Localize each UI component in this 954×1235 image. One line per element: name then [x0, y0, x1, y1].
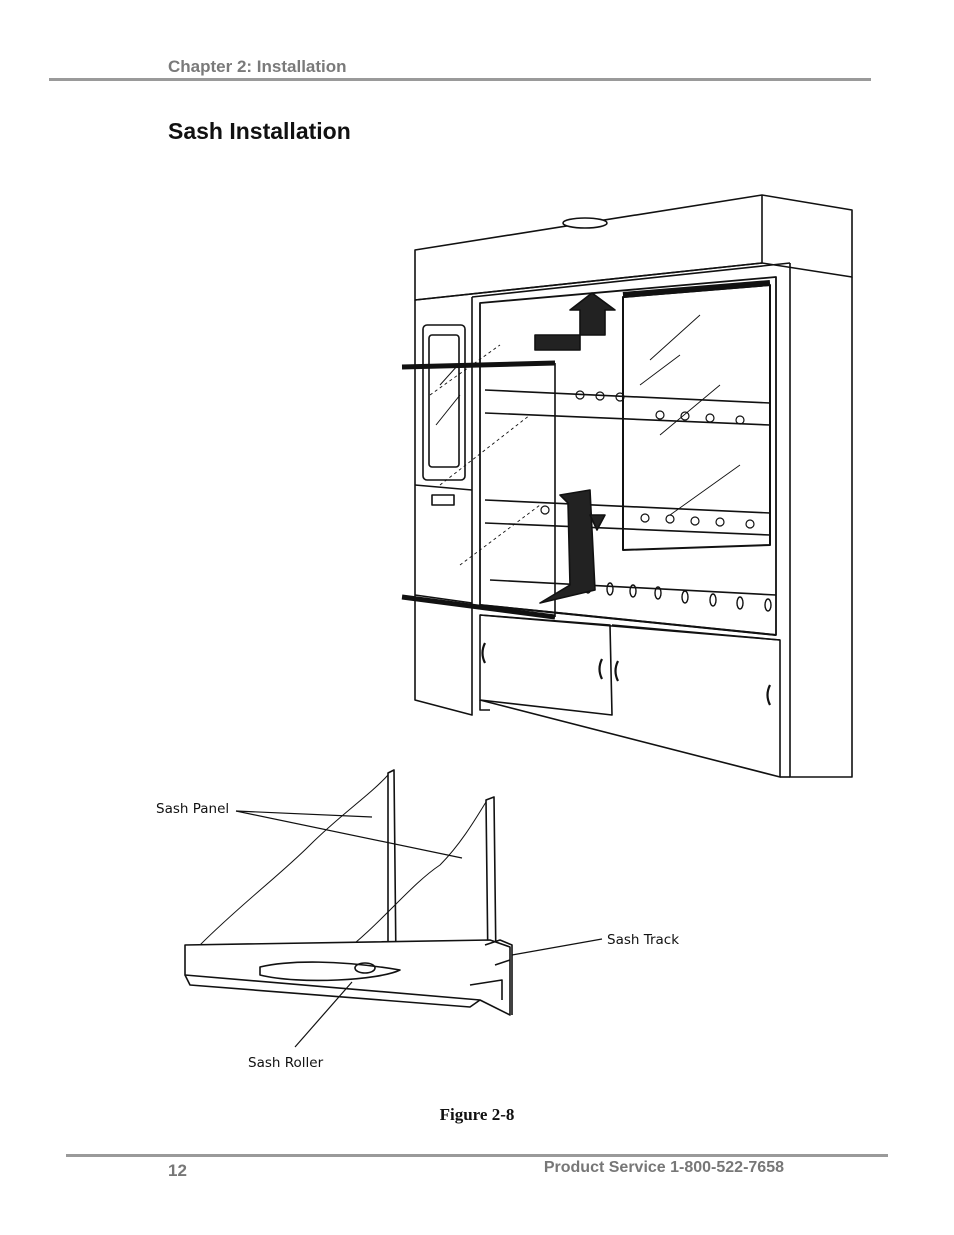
figure-illustration: Sash Panel Sash Track Sash Roller [140, 185, 880, 1085]
page-number: 12 [168, 1161, 187, 1180]
figure-caption: Figure 2-8 [439, 1105, 515, 1124]
product-service-phone: Product Service 1-800-522-7658 [543, 1159, 784, 1176]
footer-rule [66, 1154, 888, 1157]
chapter-header: Chapter 2: Installation [168, 57, 347, 76]
sash-track-label: Sash Track [607, 932, 680, 948]
sash-roller-label: Sash Roller [248, 1055, 324, 1071]
fume-hood-sash-diagram [184, 194, 853, 1048]
sash-panel-label: Sash Panel [156, 801, 230, 817]
header-rule [49, 78, 871, 81]
section-title: Sash Installation [168, 118, 351, 144]
